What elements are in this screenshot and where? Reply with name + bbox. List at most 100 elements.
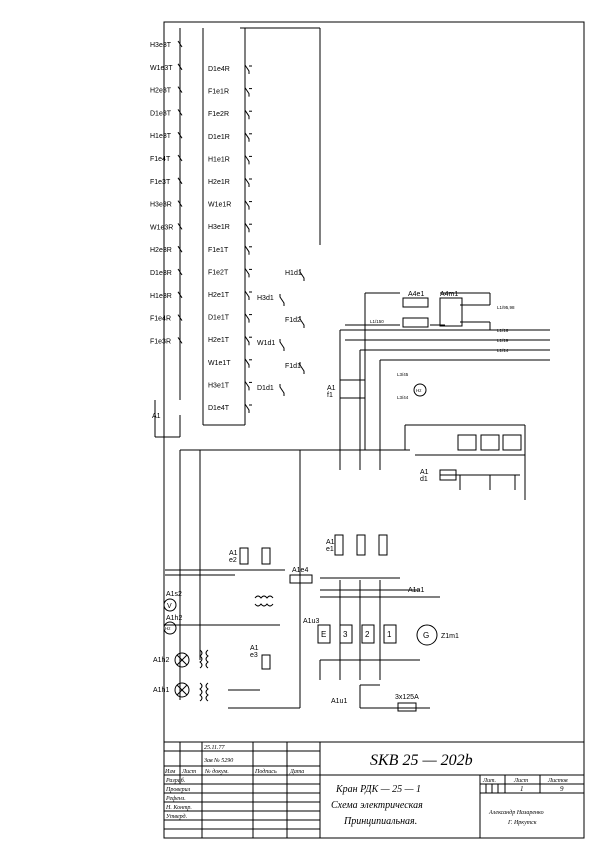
components: [163, 297, 522, 712]
label-a1a1: A1a1: [408, 587, 424, 594]
transformer-coil-5: [254, 595, 274, 599]
a1f1-box: [339, 379, 366, 399]
row-nkontr: Н. Контр.: [165, 805, 192, 811]
labels: A1 A4e1 A4m1 A1 f1 Hz A1 d1 A1 e2 A1e4 A…: [152, 291, 515, 705]
hdr-list: Лист: [181, 769, 197, 775]
hdr-izm: Изм: [164, 769, 176, 775]
label-a1s2: A1s2: [166, 591, 182, 598]
sheets-label: Листов: [547, 778, 568, 784]
mid-contact-label: F1d2: [285, 317, 301, 324]
label-a1f1: A1: [327, 385, 336, 392]
sheet-label: Лист: [513, 778, 529, 784]
right-contact-label: D1e1T: [208, 315, 230, 322]
a1e1-resistor-2: [356, 534, 366, 556]
a4m1-transformer: [439, 297, 463, 327]
left-relay-label: F1e4T: [150, 156, 171, 163]
label-a1d2: A1: [152, 413, 161, 420]
label-a1h2: A1h2: [153, 657, 169, 664]
transformer-coil-2: [205, 649, 209, 669]
wire-label-4: L1/14: [497, 348, 509, 353]
transformer-coil-6: [254, 603, 274, 607]
meter-label-e: E: [321, 630, 326, 639]
a1e3-resistor: [261, 654, 271, 670]
title-zav: Зав № 5290: [204, 758, 233, 764]
title-block: SKB 25 — 202b 25.11.77 Зав № 5290 Изм Ли…: [163, 741, 585, 839]
a1e2-right: [261, 547, 271, 565]
voltmeter: [163, 598, 177, 612]
title-line3: Принципиальная.: [343, 816, 417, 827]
row-razrab: Разраб.: [165, 777, 185, 784]
label-a4m1: A4m1: [440, 291, 458, 298]
title-main-code: SKB 25 — 202b: [370, 752, 473, 769]
label-a1h2b: A1h2: [166, 615, 182, 622]
left-relay-label: D1e3T: [150, 110, 172, 117]
left-relay-label: F1e4R: [150, 316, 171, 323]
hdr-doc: № докум.: [204, 768, 229, 775]
generator-z1m1: [416, 624, 438, 646]
label-a1e4: A1e4: [292, 567, 308, 574]
row-proveril: Проверил: [165, 787, 191, 793]
a1e1-resistor-1: [334, 534, 344, 556]
wire-label-1: L1/95,98: [497, 305, 515, 310]
wire-label-7: L3/44: [397, 395, 409, 400]
left-relay-label: H1e3T: [150, 133, 172, 140]
label-e2: e2: [229, 557, 237, 564]
title-line1: Кран РДК — 25 — 1: [335, 784, 421, 795]
left-relay-label: W1e3T: [150, 65, 173, 72]
hz-meter-top: [413, 383, 427, 397]
meter-e: [317, 624, 331, 644]
label-hz-top: Hz: [416, 388, 422, 393]
left-relay-label: H3e3T: [150, 42, 172, 49]
left-relay-label: H3e3R: [150, 202, 172, 209]
right-contact-label: D1e4T: [208, 405, 230, 412]
label-hz-left: Hz: [165, 626, 171, 631]
label-fuse: 3x125A: [395, 694, 419, 701]
left-relay-label: W1e3R: [150, 224, 173, 231]
phase-relay-2: [480, 434, 500, 451]
meter-1: [383, 624, 397, 644]
left-relay-label: H2e3R: [150, 247, 172, 254]
author: Александр Назаренко: [488, 809, 544, 816]
page-frame: [163, 21, 585, 839]
meter-3: [339, 624, 353, 644]
right-contact-label: W1e1T: [208, 360, 231, 367]
a1e1-resistor-3: [378, 534, 388, 556]
left-relay-label: F1e3T: [150, 179, 171, 186]
row-refenz: Рефенз.: [165, 795, 186, 802]
wire-label-6: L3/45: [397, 372, 409, 377]
right-contact-label: H3e1T: [208, 382, 230, 389]
meter-label-3: 3: [343, 630, 348, 639]
lit-label: Лит.: [482, 778, 496, 784]
sheet-value: 1: [520, 785, 524, 793]
right-contact-label: F1e2R: [208, 111, 229, 118]
right-contact-label: D1e4R: [208, 66, 230, 73]
label-a1u1: A1u1: [331, 698, 347, 705]
title-line2: Схема электрическая: [331, 800, 423, 811]
label-v: V: [167, 603, 172, 610]
lamp-a1h1: [174, 682, 190, 698]
phase-relay-1: [457, 434, 477, 451]
label-g: G: [423, 631, 429, 640]
wire-label-2: L1/16: [497, 328, 509, 333]
main-wiring: [154, 27, 550, 709]
row-utverd: Утверд.: [166, 813, 187, 820]
meter-label-1: 1: [387, 630, 392, 639]
right-contact-label: D1e1R: [208, 134, 230, 141]
right-contact-label: F1e1T: [208, 247, 229, 254]
transformer-coil-3: [199, 682, 203, 702]
title-date: 25.11.77: [204, 745, 226, 751]
right-contact-label: H2e1T: [208, 337, 230, 344]
label-d1: d1: [420, 476, 428, 483]
mid-contact-label: H1d1: [285, 270, 302, 277]
label-a1e1: A1: [326, 539, 335, 546]
transformer-coil-1: [199, 649, 203, 669]
a4e1-coil-2: [402, 317, 429, 328]
mid-contact-label: W1d1: [257, 340, 275, 347]
right-contact-label: H3e1R: [208, 224, 230, 231]
hz-meter-left: [163, 621, 177, 635]
left-relay-label: F1e3R: [150, 338, 171, 345]
a1d1-switch: [439, 469, 457, 481]
left-relay-label: D1e3R: [150, 270, 172, 277]
